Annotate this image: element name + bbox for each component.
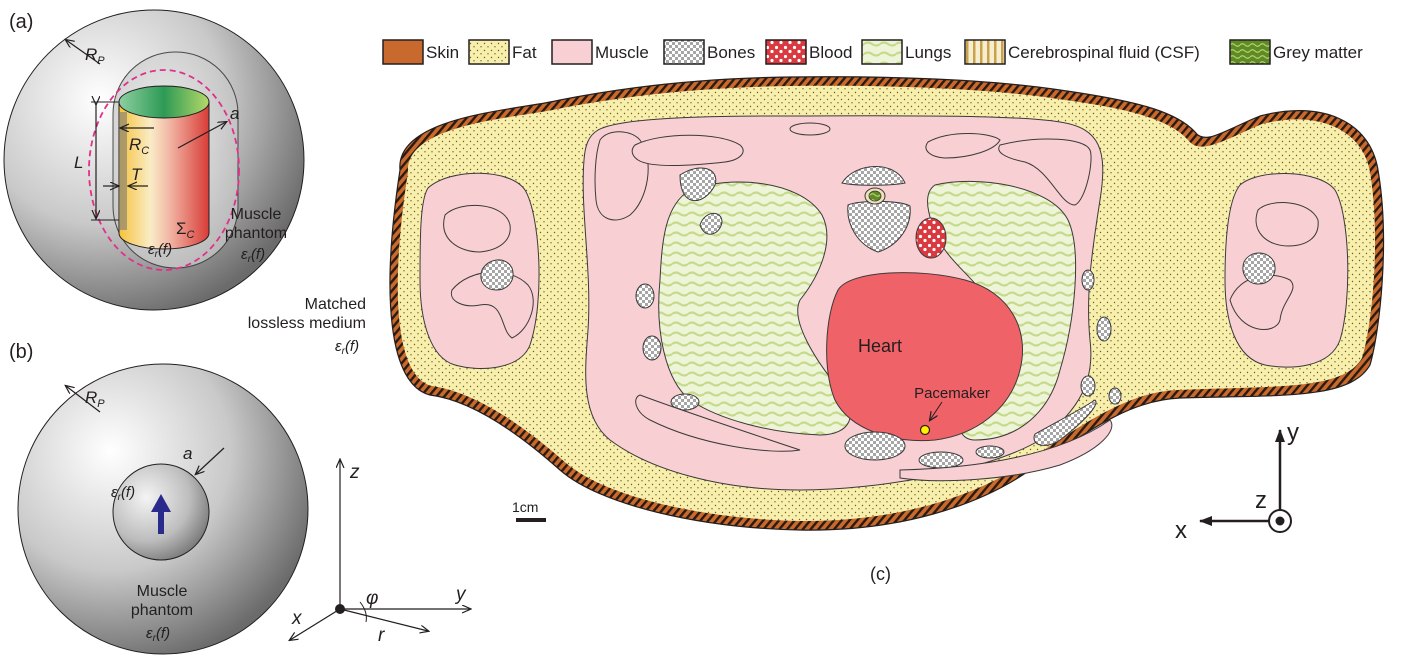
legend-swatch-bones	[664, 40, 704, 64]
panel-c-label: (c)	[870, 564, 891, 584]
legend-item-muscle: Muscle	[552, 40, 649, 64]
medium-line-1: Matched	[305, 296, 366, 313]
legend-swatch-csf	[965, 40, 1005, 64]
medium-eps: εr(f)	[335, 338, 359, 357]
cylinder-wall	[119, 112, 127, 230]
eps-inner-b: εr(f)	[111, 484, 135, 503]
x-label-c: x	[1175, 517, 1187, 544]
scale-label: 1cm	[512, 499, 538, 515]
legend-swatch-skin	[383, 40, 423, 64]
legend-item-blood: Blood	[766, 40, 852, 64]
right-arm-muscle	[1256, 203, 1318, 246]
rib-bone	[1081, 376, 1095, 396]
legend-label-muscle: Muscle	[595, 43, 649, 62]
legend-item-csf: Cerebrospinal fluid (CSF)	[965, 40, 1200, 64]
rib-bone	[1082, 270, 1094, 290]
panel-b-label: (b)	[9, 341, 33, 363]
r-label: r	[378, 625, 385, 646]
legend: Skin Fat Muscle Bones Blood Lungs Cerebr…	[383, 40, 1363, 64]
left-humerus	[481, 260, 513, 290]
l-label: L	[74, 153, 83, 172]
a-label-a: a	[230, 104, 239, 123]
grey-matter	[869, 191, 881, 201]
rib-bone	[643, 336, 661, 360]
z-label-c: z	[1255, 487, 1267, 514]
legend-label-lungs: Lungs	[905, 43, 951, 62]
x-label: x	[291, 608, 303, 629]
legend-item-lungs: Lungs	[862, 40, 951, 64]
muscle-label-b-1: Muscle	[137, 583, 188, 600]
aorta-blood	[916, 218, 946, 258]
rib-bone	[1109, 388, 1121, 404]
t-label: T	[131, 165, 143, 184]
panel-b: (b) RP a εr(f) Muscle phantom εr(f) z y …	[9, 341, 470, 654]
pacemaker-label: Pacemaker	[914, 385, 990, 402]
legend-item-skin: Skin	[383, 40, 459, 64]
legend-item-fat: Fat	[469, 40, 537, 64]
y-label-c: y	[1287, 419, 1299, 446]
a-label-b: a	[183, 444, 192, 463]
legend-label-bones: Bones	[707, 43, 755, 62]
coordinate-axes-c: y z x	[1175, 419, 1299, 544]
coordinate-axes-b: z y x φ r	[290, 460, 470, 646]
legend-label-csf: Cerebrospinal fluid (CSF)	[1008, 43, 1200, 62]
left-arm-muscle	[420, 173, 539, 368]
origin-dot	[335, 604, 345, 614]
legend-swatch-fat	[469, 40, 509, 64]
rib-bone	[919, 452, 963, 468]
rib-bone	[976, 446, 1004, 458]
eps-muscle-b: εr(f)	[146, 625, 170, 644]
panel-a-label: (a)	[9, 11, 33, 33]
legend-item-grey-matter: Grey matter	[1230, 40, 1363, 64]
medium-label: Matched lossless medium εr(f)	[248, 296, 366, 357]
torso-section: Heart Pacemaker (c) 1cm y z	[390, 77, 1383, 584]
muscle-label-b-2: phantom	[131, 602, 193, 619]
legend-swatch-muscle	[552, 40, 592, 64]
z-axis-dot	[1276, 517, 1285, 526]
vertebra-body	[845, 432, 905, 460]
eps-inner-a: εr(f)	[148, 241, 172, 260]
rib-bone	[1097, 317, 1111, 341]
phi-label: φ	[366, 588, 378, 609]
panel-a: (a) RP a L RC T ΣC εr(f) Muscle phantom …	[4, 10, 304, 310]
rib-bone	[636, 284, 654, 308]
eps-muscle-a: εr(f)	[241, 246, 265, 265]
z-label: z	[349, 462, 360, 483]
legend-label-skin: Skin	[426, 43, 459, 62]
legend-label-fat: Fat	[512, 43, 537, 62]
heart-label: Heart	[858, 336, 902, 356]
legend-item-bones: Bones	[664, 40, 755, 64]
legend-label-grey-matter: Grey matter	[1273, 43, 1363, 62]
muscle-label-a-1: Muscle	[231, 206, 282, 223]
right-humerus	[1243, 253, 1275, 284]
pacemaker-dot	[921, 426, 930, 435]
muscle-detail	[632, 135, 743, 165]
legend-swatch-grey-matter	[1230, 40, 1270, 64]
legend-swatch-lungs	[862, 40, 902, 64]
muscle-detail	[790, 123, 830, 135]
medium-line-2: lossless medium	[248, 315, 366, 332]
muscle-label-a-2: phantom	[225, 225, 287, 242]
cylinder-top	[119, 86, 209, 118]
legend-swatch-blood	[766, 40, 806, 64]
legend-label-blood: Blood	[809, 43, 852, 62]
y-label: y	[454, 584, 467, 605]
